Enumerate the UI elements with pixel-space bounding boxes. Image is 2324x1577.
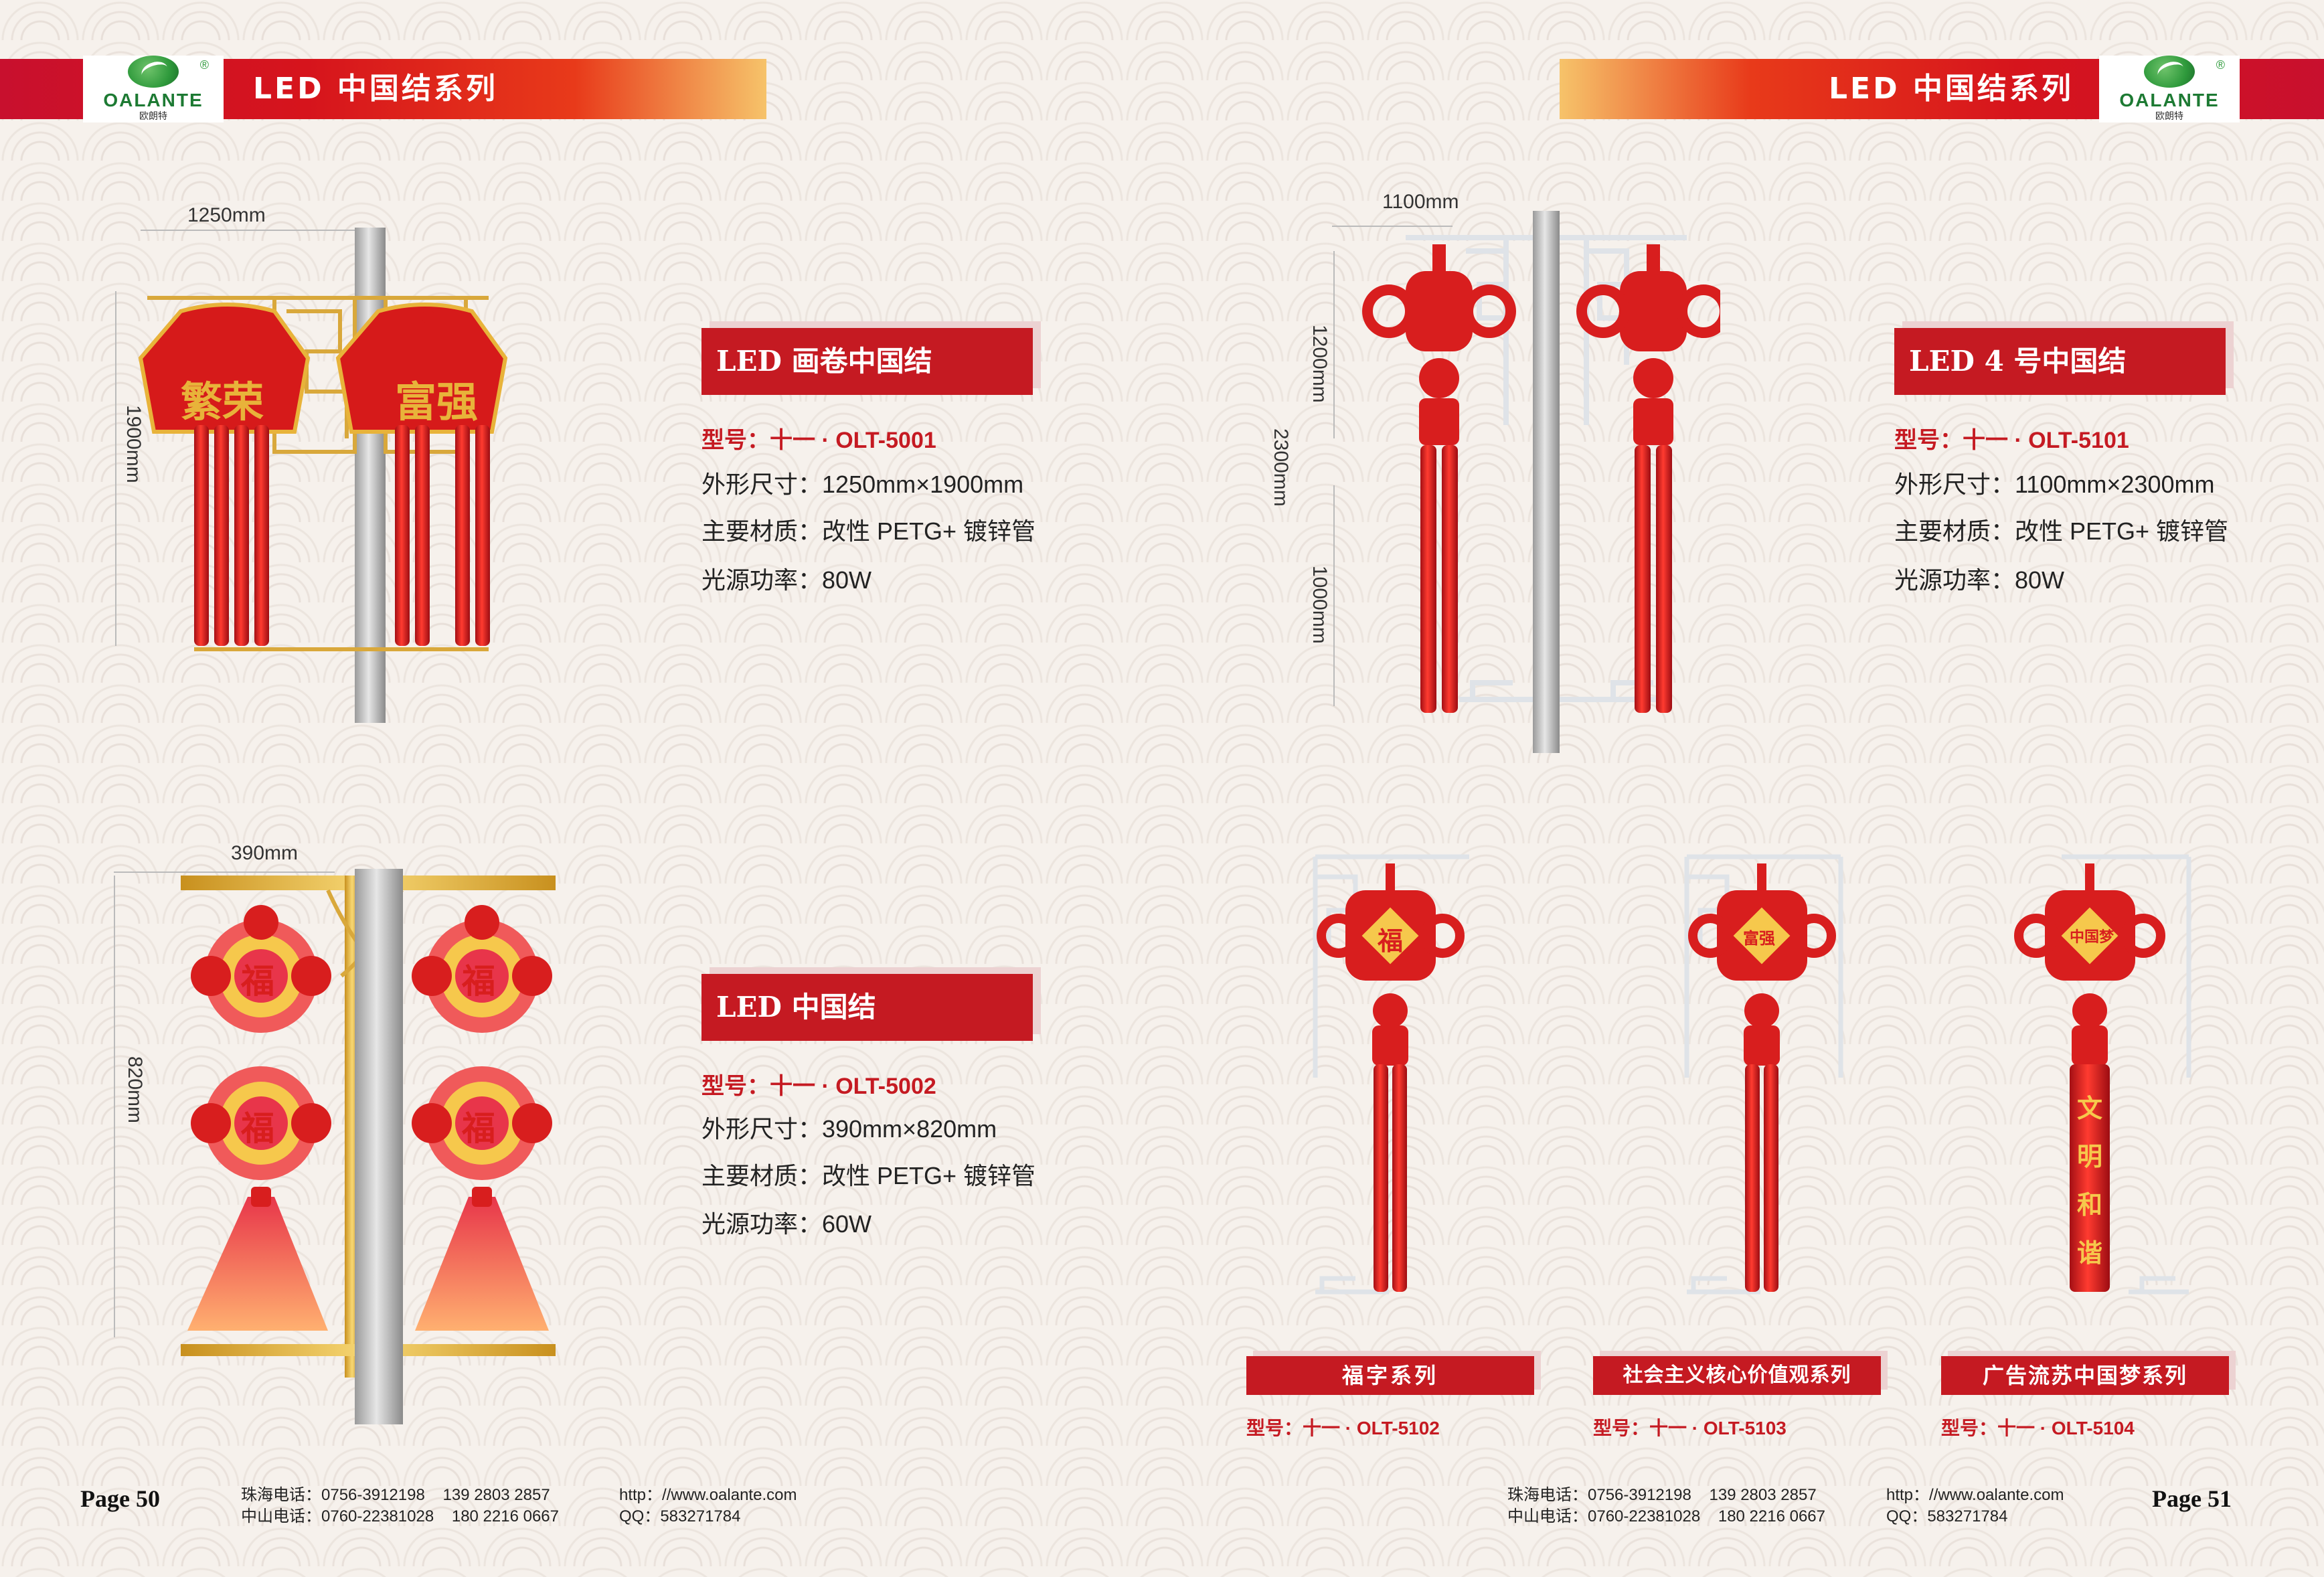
left-logo: ® OALANTE 欧朗特 — [83, 56, 224, 122]
logo-subtext: 欧朗特 — [139, 110, 167, 121]
dim-width-label: 1250mm — [187, 204, 266, 226]
zhongshan-phone: 中山电话：0760-22381028 — [241, 1507, 434, 1525]
right-footer-contacts: 珠海电话：0756-3912198 139 2803 2857 中山电话：076… — [1507, 1485, 1825, 1527]
left-footer-contacts: 珠海电话：0756-3912198 139 2803 2857 中山电话：076… — [241, 1485, 559, 1527]
logo-reg-mark: ® — [2216, 58, 2225, 72]
product-5101-model: 型号：十一 · OLT-5101 — [1894, 428, 2129, 453]
product-5002-model: 型号：十一 · OLT-5002 — [701, 1074, 936, 1099]
pole — [355, 869, 403, 1424]
product-5103-model: 型号：十一 · OLT-5103 — [1593, 1418, 1787, 1438]
dim-width-label: 1100mm — [1382, 191, 1459, 213]
knot-char: 中国梦 — [2070, 928, 2114, 946]
knot-char: 福 — [241, 1108, 274, 1148]
zhongshan-phone: 中山电话：0760-22381028 — [1507, 1507, 1701, 1525]
product-5101-drawing — [1362, 235, 1720, 713]
zhongshan-mobile: 180 2216 0667 — [1718, 1507, 1826, 1525]
product-5002-title: LED 中国结 — [701, 974, 1033, 1041]
product-5002-size: 外形尺寸：390mm×820mm — [701, 1115, 997, 1143]
right-footer-web: http：//www.oalante.com QQ：583271784 — [1886, 1485, 2064, 1527]
left-header-title: LED 中国结系列 — [253, 72, 498, 106]
product-5102-model: 型号：十一 · OLT-5102 — [1246, 1418, 1440, 1438]
website-link[interactable]: http：//www.oalante.com — [1886, 1486, 2064, 1504]
product-5102-title: 福字系列 — [1246, 1356, 1534, 1395]
left-page-number: Page 50 — [80, 1485, 160, 1512]
logo-subtext: 欧朗特 — [2155, 110, 2183, 121]
product-5101-image: 1100mm 2300mm 1200mm 1000mm — [1238, 191, 1720, 753]
logo-mark-icon — [2144, 56, 2195, 88]
product-5001-material: 主要材质：改性 PETG+ 镀锌管 — [701, 517, 1036, 545]
product-5101-power: 光源功率：80W — [1894, 566, 2065, 594]
product-5104-image: 中国梦 文明和谐 — [1995, 850, 2195, 1305]
logo-text: OALANTE — [2119, 90, 2220, 110]
logo-mark-icon — [128, 56, 179, 88]
dim-width-label: 390mm — [231, 842, 299, 864]
zhuhai-mobile: 139 2803 2857 — [442, 1486, 550, 1504]
product-5001-power: 光源功率：80W — [701, 566, 872, 594]
zhuhai-phone: 珠海电话：0756-3912198 — [241, 1486, 425, 1504]
website-link[interactable]: http：//www.oalante.com — [619, 1486, 797, 1504]
product-5001-model: 型号：十一 · OLT-5001 — [701, 428, 936, 453]
product-5001-size: 外形尺寸：1250mm×1900mm — [701, 471, 1024, 498]
product-5104-model: 型号：十一 · OLT-5104 — [1941, 1418, 2135, 1438]
product-5103-title: 社会主义核心价值观系列 — [1593, 1356, 1881, 1395]
product-5101-size: 外形尺寸：1100mm×2300mm — [1894, 471, 2215, 498]
banner-left-text: 繁荣 — [181, 378, 264, 426]
qq-number: QQ：583271784 — [619, 1507, 741, 1525]
knot-char: 福 — [241, 961, 274, 1001]
right-page-number: Page 51 — [2152, 1485, 2232, 1512]
product-5102-image: 福 — [1309, 850, 1476, 1305]
zhongshan-mobile: 180 2216 0667 — [451, 1507, 560, 1525]
right-logo: ® OALANTE 欧朗特 — [2099, 56, 2240, 122]
logo-reg-mark: ® — [199, 58, 209, 72]
product-5002-power: 光源功率：60W — [701, 1210, 872, 1238]
product-5001-image: 1250mm 1900mm 繁荣 富强 — [114, 204, 529, 723]
qq-number: QQ：583271784 — [1886, 1507, 2008, 1525]
right-header-title: LED 中国结系列 — [1829, 72, 2074, 106]
knot-char: 福 — [462, 1108, 495, 1148]
product-5002-image: 390mm 820mm 福 — [107, 842, 589, 1424]
left-footer-web: http：//www.oalante.com QQ：583271784 — [619, 1485, 797, 1527]
logo-text: OALANTE — [103, 90, 203, 110]
tassel-text: 文明和谐 — [2076, 1093, 2102, 1268]
product-5001-title: LED 画卷中国结 — [701, 328, 1033, 395]
banner-right-text: 富强 — [395, 378, 479, 426]
knot-char: 福 — [1378, 926, 1404, 956]
product-5101-material: 主要材质：改性 PETG+ 镀锌管 — [1894, 517, 2229, 545]
product-5103-image: 富强 — [1680, 850, 1847, 1305]
product-5002-drawing — [181, 876, 556, 1378]
zhuhai-mobile: 139 2803 2857 — [1709, 1486, 1817, 1504]
product-5104-title: 广告流苏中国梦系列 — [1941, 1356, 2229, 1395]
knot-char: 福 — [462, 961, 495, 1001]
product-5101-title: LED 4 号中国结 — [1894, 328, 2226, 395]
pole — [1533, 211, 1560, 753]
zhuhai-phone: 珠海电话：0756-3912198 — [1507, 1486, 1691, 1504]
knot-char: 富强 — [1743, 928, 1775, 948]
product-5001-drawing — [138, 296, 508, 651]
product-5002-material: 主要材质：改性 PETG+ 镀锌管 — [701, 1162, 1036, 1189]
